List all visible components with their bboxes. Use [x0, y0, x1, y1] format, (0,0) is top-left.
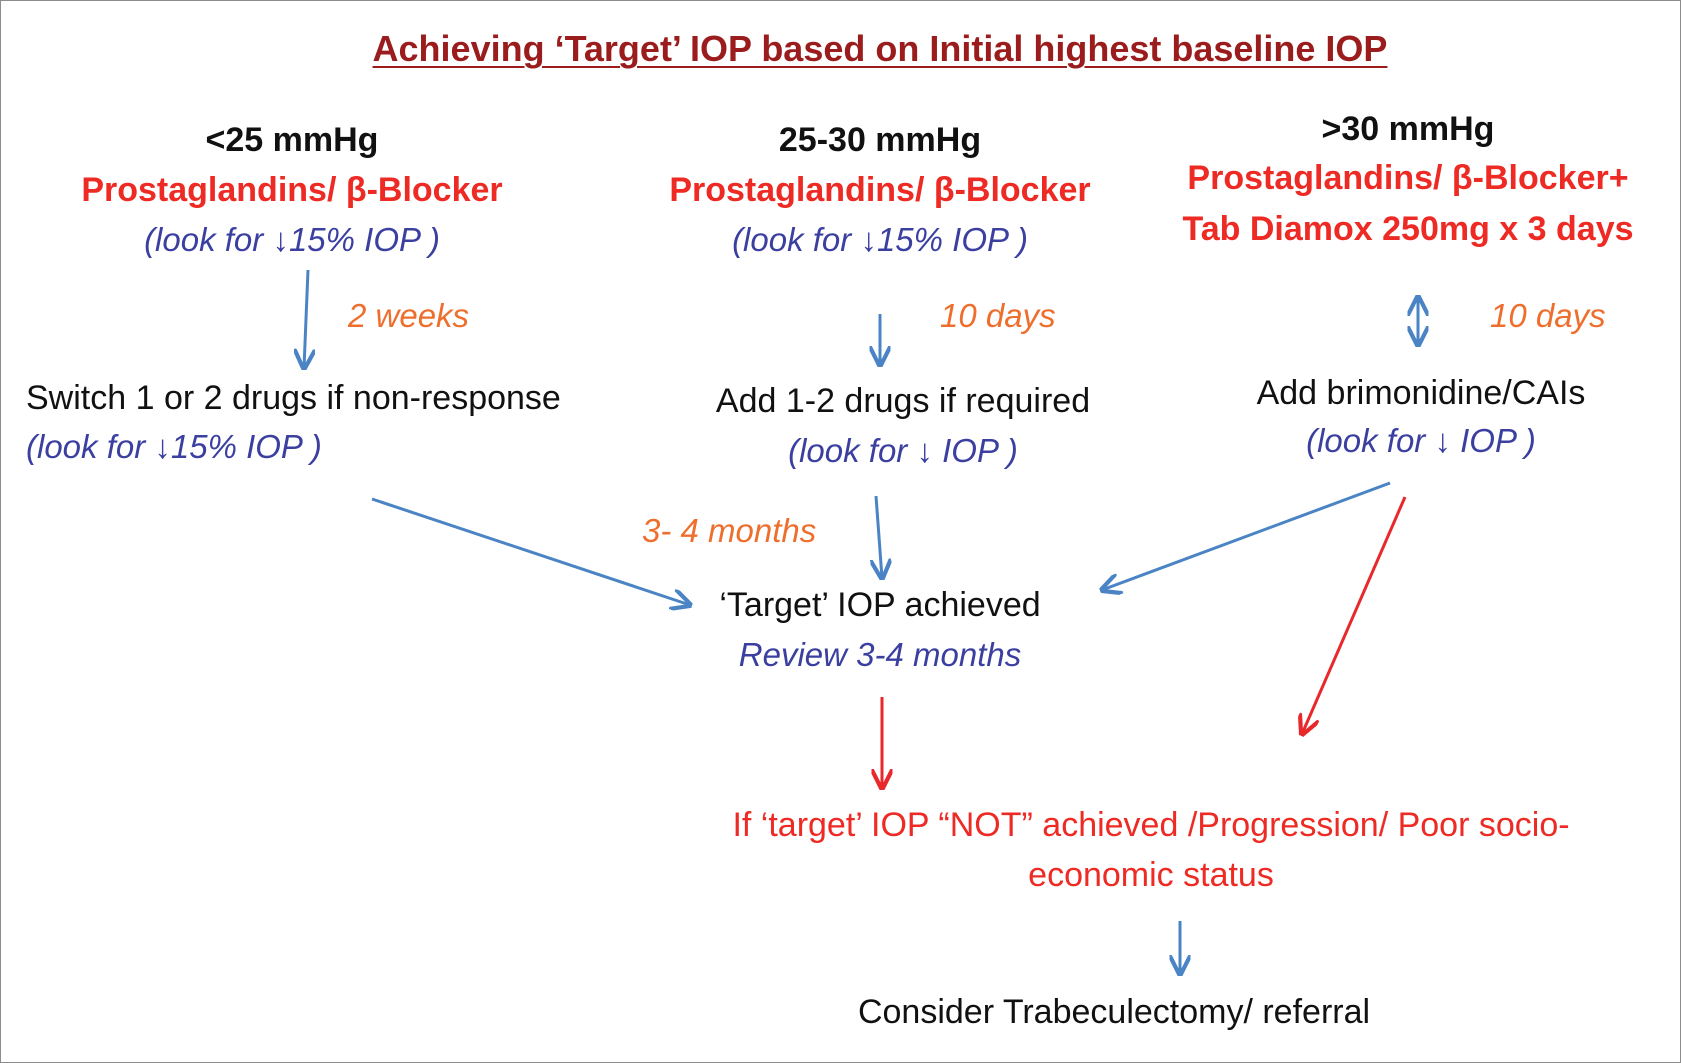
baseline-low-heading: <25 mmHg [205, 121, 379, 159]
down-arrow-icon: ↓ [154, 428, 171, 465]
look-for-suffix: IOP ) [1450, 422, 1536, 459]
baseline-mid-heading: 25-30 mmHg [778, 121, 982, 159]
look-for-suffix: IOP ) [932, 432, 1018, 469]
baseline-low-step-look-for: (look for ↓15% IOP ) [26, 428, 322, 466]
baseline-low-interval: 2 weeks [348, 297, 470, 334]
arrow-low-to-switch [304, 269, 308, 368]
down-arrow-icon: ↓ [860, 221, 877, 258]
failure-condition-line1: If ‘target’ IOP “NOT” achieved /Progress… [732, 806, 1570, 844]
baseline-mid-step-look-for: (look for ↓ IOP ) [788, 432, 1018, 470]
baseline-high-step: Add brimonidine/CAIs [1256, 374, 1586, 412]
look-for-suffix: 15% IOP ) [288, 221, 440, 258]
baseline-low-drug: Prostaglandins/ β-Blocker [81, 171, 503, 209]
look-for-prefix: (look for [732, 221, 861, 258]
look-for-suffix: 15% IOP ) [170, 428, 322, 465]
look-for-prefix: (look for [1306, 422, 1435, 459]
baseline-high-heading: >30 mmHg [1321, 110, 1495, 148]
arrow-brimonidine-to-target [1102, 481, 1391, 590]
arrow-switch-to-target [371, 497, 690, 605]
target-achieved-label: ‘Target’ IOP achieved [719, 586, 1041, 624]
failure-condition-line2: economic status [1028, 856, 1274, 894]
arrow-add-to-target [876, 495, 882, 578]
review-label: Review 3-4 months [738, 636, 1022, 673]
final-step-label: Consider Trabeculectomy/ referral [857, 993, 1371, 1031]
baseline-high-drug-line2: Tab Diamox 250mg x 3 days [1182, 210, 1634, 248]
look-for-prefix: (look for [144, 221, 273, 258]
baseline-high-step-look-for: (look for ↓ IOP ) [1306, 422, 1536, 460]
look-for-suffix: 15% IOP ) [876, 221, 1028, 258]
baseline-mid-step: Add 1-2 drugs if required [715, 382, 1091, 420]
baseline-low-look-for: (look for ↓15% IOP ) [144, 221, 440, 259]
arrow-brimonidine-to-failure [1302, 496, 1407, 734]
diagram-title: Achieving ‘Target’ IOP based on Initial … [372, 28, 1388, 69]
down-arrow-icon: ↓ [272, 221, 289, 258]
review-interval-label: 3- 4 months [642, 512, 817, 549]
baseline-mid-drug: Prostaglandins/ β-Blocker [669, 171, 1091, 209]
down-arrow-icon: ↓ [1434, 422, 1451, 459]
look-for-prefix: (look for [788, 432, 917, 469]
baseline-high-drug-line1: Prostaglandins/ β-Blocker+ [1187, 159, 1629, 197]
baseline-low-step: Switch 1 or 2 drugs if non-response [26, 379, 561, 417]
baseline-mid-look-for: (look for ↓15% IOP ) [732, 221, 1028, 259]
look-for-prefix: (look for [26, 428, 155, 465]
baseline-high-interval: 10 days [1490, 297, 1606, 334]
baseline-mid-interval: 10 days [940, 297, 1056, 334]
down-arrow-icon: ↓ [916, 432, 933, 469]
